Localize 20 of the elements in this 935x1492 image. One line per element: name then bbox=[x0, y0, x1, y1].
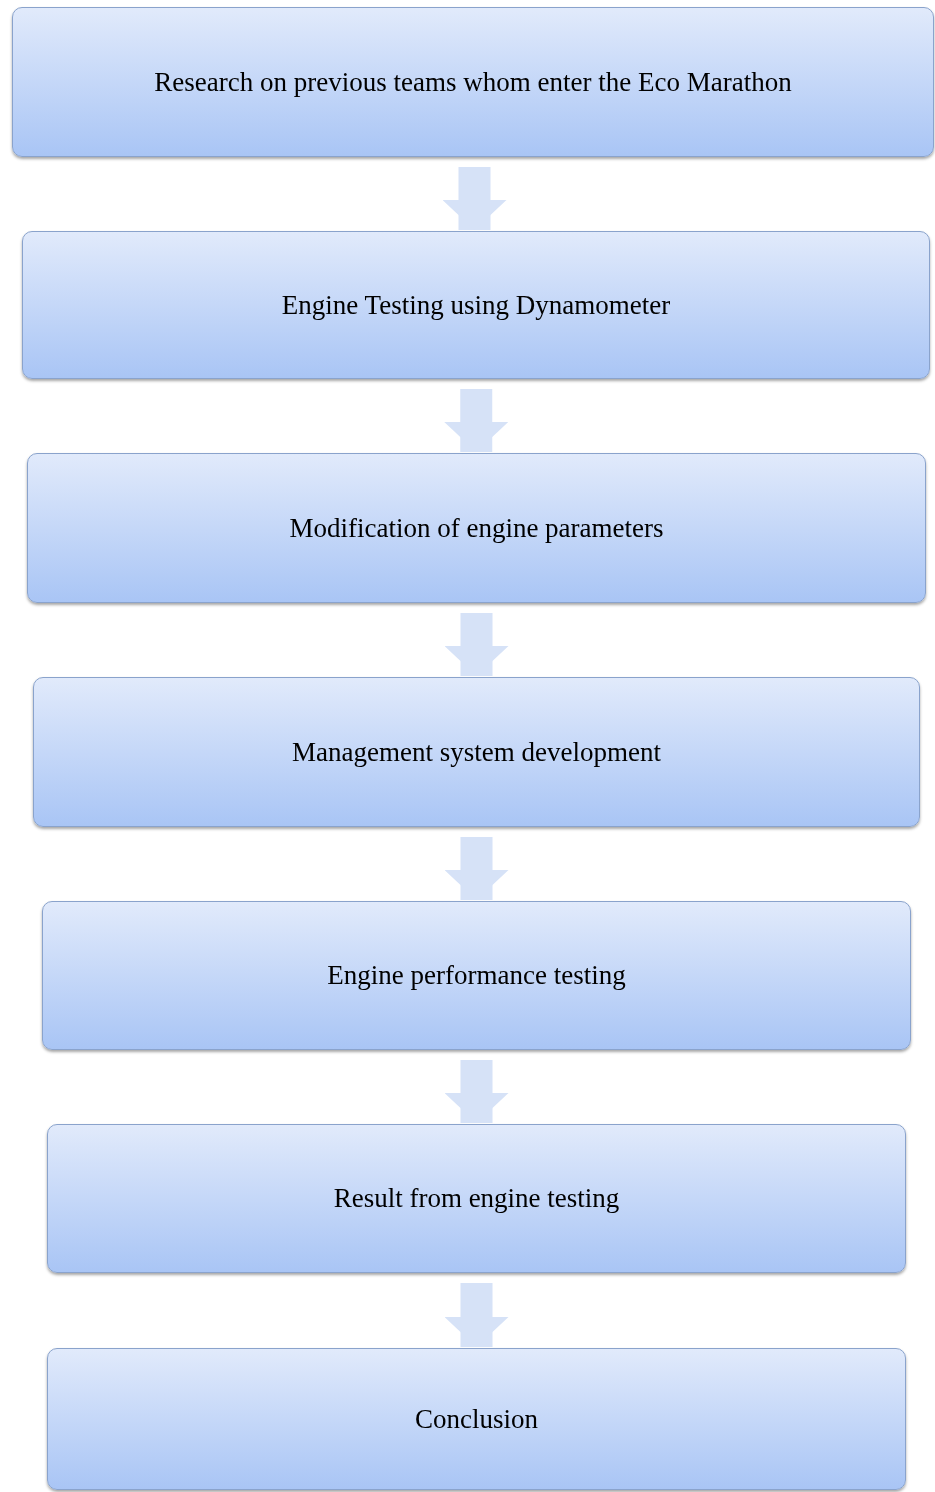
process-box bbox=[27, 453, 926, 603]
step-label: Conclusion bbox=[415, 1403, 538, 1435]
process-box bbox=[47, 1348, 906, 1490]
process-box bbox=[22, 231, 930, 379]
step-label: Result from engine testing bbox=[333, 1183, 620, 1214]
block-arrow bbox=[444, 613, 509, 676]
step-label: Modification of engine parameters bbox=[289, 512, 664, 544]
block-arrow bbox=[444, 1060, 509, 1123]
step-label: Engine performance testing bbox=[327, 960, 626, 991]
process-box bbox=[12, 7, 934, 157]
process-box bbox=[42, 901, 911, 1050]
step-label: Management system development bbox=[292, 736, 661, 768]
step-label: Engine Testing using Dynamometer bbox=[281, 289, 671, 321]
block-arrow bbox=[444, 837, 509, 900]
step-label: Research on previous teams whom enter the Eco Marathon bbox=[154, 66, 792, 98]
process-box bbox=[33, 677, 920, 827]
block-arrow bbox=[444, 389, 509, 452]
process-box bbox=[47, 1124, 906, 1273]
block-arrow bbox=[444, 1283, 509, 1347]
block-arrow bbox=[442, 167, 507, 230]
